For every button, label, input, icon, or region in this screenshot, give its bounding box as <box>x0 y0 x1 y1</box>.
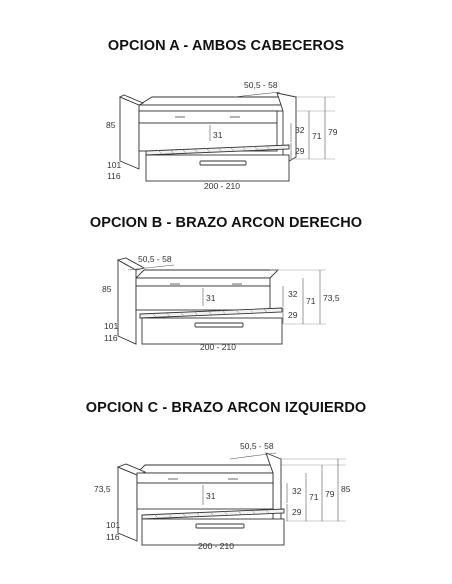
left-arm-top <box>116 463 147 476</box>
dim-116: 116 <box>106 532 120 542</box>
upper-frame <box>135 277 271 287</box>
drawer-handle <box>194 322 244 328</box>
dim-85: 85 <box>341 484 351 494</box>
middle-space <box>136 482 274 510</box>
option-c-title: OPCION C - BRAZO ARCON IZQUIERDO <box>85 400 367 416</box>
dim-height-left: 73,5 <box>94 484 111 494</box>
slat-base <box>145 144 290 156</box>
dim-depth: 50,5 - 58 <box>138 254 172 264</box>
dim-79: 79 <box>328 127 338 137</box>
dim-71: 71 <box>306 296 316 306</box>
dim-32: 32 <box>288 289 298 299</box>
drawer-handle <box>199 160 247 166</box>
dim-31: 31 <box>206 491 216 501</box>
rail-top <box>138 104 284 112</box>
option-a-drawing: 50,5 - 58 85 101 116 200 - 210 31 32 29 … <box>106 80 338 191</box>
left-arm-side <box>117 466 138 542</box>
option-b-title: OPCION B - BRAZO ARCON DERECHO <box>89 215 363 231</box>
dim-101: 101 <box>104 321 118 331</box>
dim-31: 31 <box>206 293 216 303</box>
dim-29: 29 <box>288 310 298 320</box>
dim-width: 200 - 210 <box>198 541 234 551</box>
back-top <box>137 96 298 106</box>
slats <box>157 144 271 155</box>
dim-depth: 50,5 - 58 <box>244 80 278 90</box>
option-b-drawing: 50,5 - 58 85 101 116 200 - 210 31 32 29 … <box>102 254 340 352</box>
slat-base <box>141 508 285 520</box>
upper-frame <box>136 472 274 484</box>
dim-101: 101 <box>106 520 120 530</box>
dim-width: 200 - 210 <box>204 181 240 191</box>
left-headboard-side <box>119 96 140 170</box>
dim-79: 79 <box>325 489 335 499</box>
left-headboard-side <box>117 259 137 345</box>
back-top <box>134 269 280 279</box>
dim-height-left: 85 <box>102 284 112 294</box>
slats <box>151 308 269 318</box>
slats <box>153 509 271 519</box>
option-c-drawing: 50,5 - 58 73,5 101 116 200 - 210 31 32 2… <box>94 441 351 551</box>
slat-base <box>139 307 283 319</box>
dim-73-5: 73,5 <box>323 293 340 303</box>
back-top <box>135 464 283 474</box>
dim-width: 200 - 210 <box>200 342 236 352</box>
dim-101: 101 <box>107 160 121 170</box>
drawer-front <box>145 154 290 182</box>
left-headboard-top <box>118 94 145 106</box>
dim-depth: 50,5 - 58 <box>240 441 274 451</box>
dim-71: 71 <box>312 131 322 141</box>
option-a-title: OPCION A - AMBOS CABECEROS <box>107 38 345 54</box>
dim-116: 116 <box>107 171 121 181</box>
drawer-front <box>141 518 285 546</box>
drawer-handle <box>195 523 245 529</box>
drawer-front <box>141 317 283 345</box>
dim-32: 32 <box>292 486 302 496</box>
dim-31: 31 <box>213 130 223 140</box>
dim-29: 29 <box>295 146 305 156</box>
dim-71: 71 <box>309 492 319 502</box>
dim-116: 116 <box>104 333 118 343</box>
dim-29: 29 <box>292 507 302 517</box>
dim-height-left: 85 <box>106 120 116 130</box>
dim-32: 32 <box>295 125 305 135</box>
upper-frame <box>138 110 278 124</box>
